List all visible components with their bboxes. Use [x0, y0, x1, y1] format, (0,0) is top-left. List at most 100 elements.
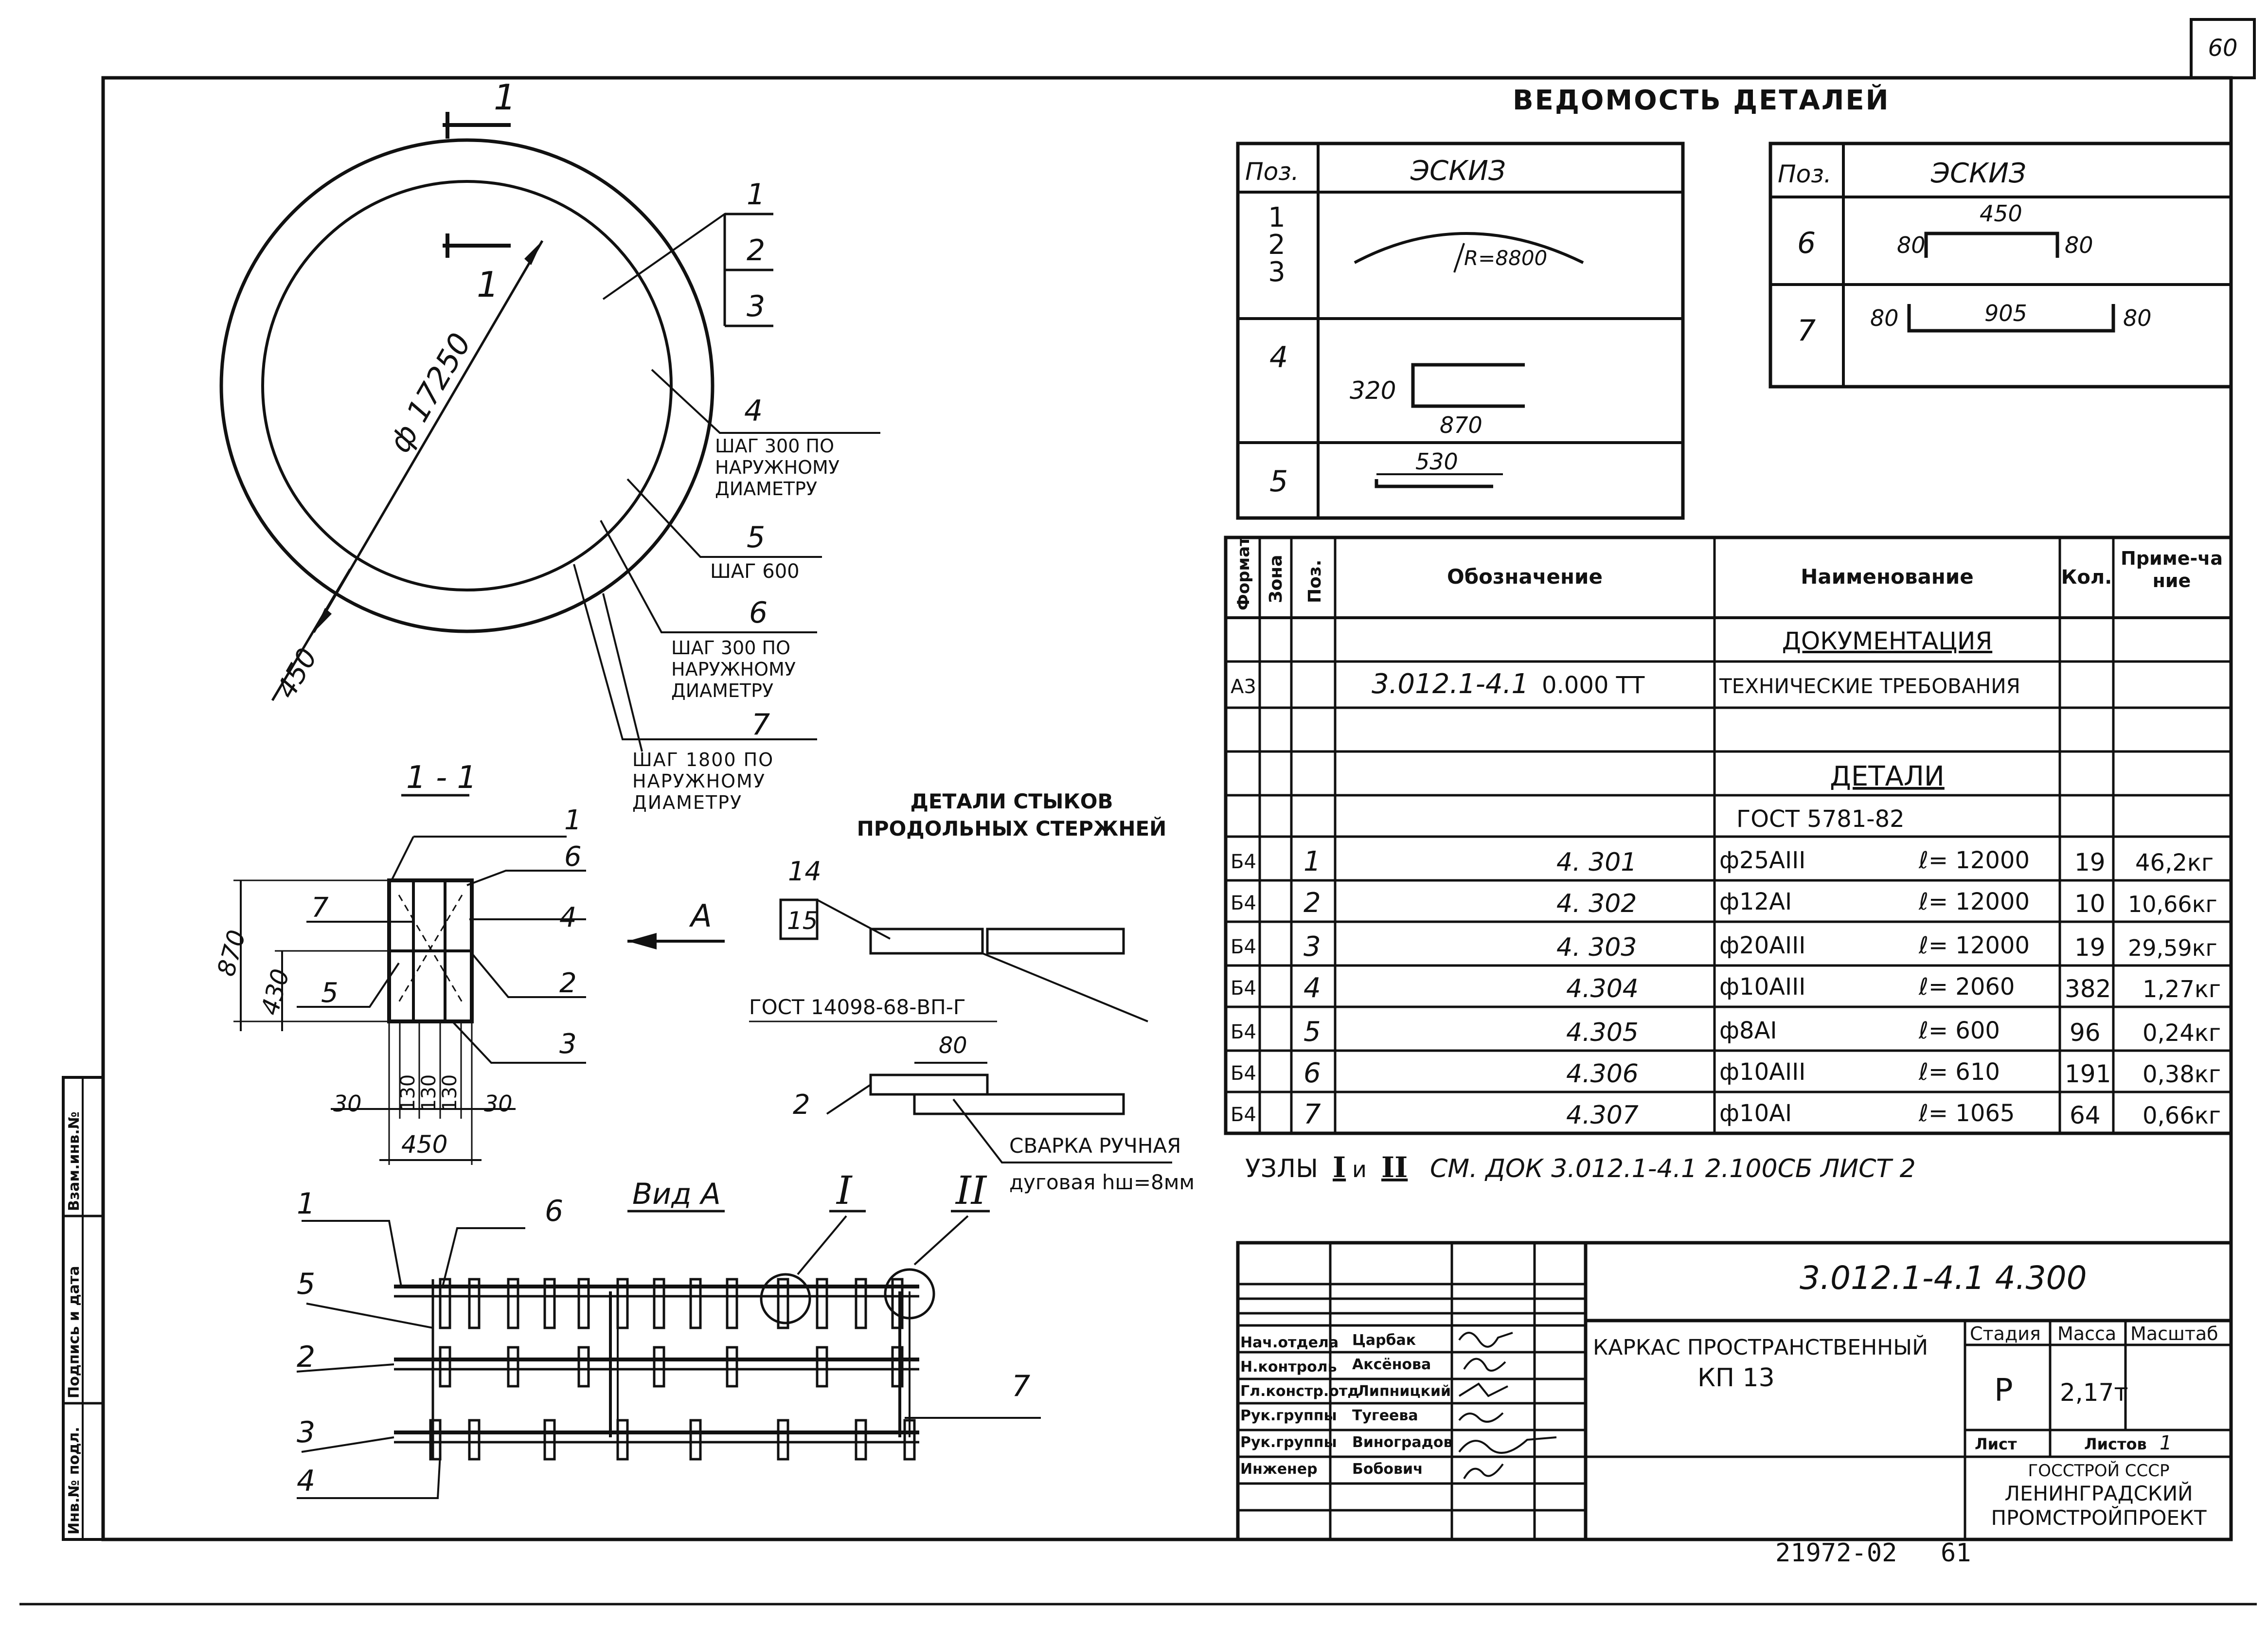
row1-format: Б4 — [1231, 851, 1256, 873]
sketch7-mid: 905 — [1984, 300, 2027, 326]
left-pos-header: Поз. — [1245, 158, 1299, 186]
stage-value: Р — [1994, 1373, 2013, 1409]
row6-note: 0,38кг — [2143, 1061, 2221, 1088]
row4-designation: 4.304 — [1566, 974, 1639, 1003]
node-II-label: II — [955, 1168, 987, 1213]
row5-length: ℓ= 600 — [1918, 1017, 2000, 1044]
row2-name: ф12АI — [1719, 888, 1792, 915]
callout-pos-4: 4 — [744, 394, 763, 428]
section-parts: Детали — [1830, 761, 1945, 792]
section-title: 1 - 1 — [406, 760, 477, 796]
spec-row-7: Б4 7 4.307 ф10АI ℓ= 1065 64 0,66кг — [1231, 1099, 2221, 1130]
sketch-530: 530 — [1415, 448, 1458, 475]
diameter-dim: ф 17250 — [382, 327, 478, 458]
row6-pos: 6 — [1304, 1057, 1321, 1089]
strip-replace-label: Взам.инв.№ — [66, 1111, 83, 1211]
left-pos-123: 1 2 3 — [1268, 204, 1286, 288]
bottom-dim-130-a: 130 — [397, 1074, 419, 1111]
section-1-1: 1 - 1 1 6 4 2 3 7 5 870 430 — [212, 760, 725, 1165]
doc-designation: 3.012.1-4.1 — [1372, 668, 1529, 700]
row2-format: Б4 — [1231, 892, 1256, 914]
row6-qty: 191 — [2065, 1060, 2111, 1088]
right-sketch-header: Эскиз — [1930, 158, 2026, 189]
hdr-note: Приме-чание — [2121, 548, 2223, 591]
spec-row-2: Б4 2 4. 302 ф12АI ℓ= 12000 10 10,66кг — [1231, 887, 2217, 919]
sect-label-1: 1 — [564, 805, 582, 836]
height-total-dim: 870 — [212, 927, 251, 979]
doc-format: А3 — [1231, 676, 1256, 698]
row3-note: 29,59кг — [2128, 935, 2217, 961]
sketch6-left: 80 — [1897, 232, 1926, 258]
details-list-title: Ведомость деталей — [1513, 84, 1890, 116]
strip-inv-label: Инв.№ подл. — [66, 1427, 83, 1535]
row4-length: ℓ= 2060 — [1918, 973, 2015, 1001]
bottom-dim-130-b: 130 — [418, 1074, 440, 1111]
callout-pos-3: 3 — [747, 289, 765, 323]
staff-role-5: Рук.группы — [1240, 1434, 1337, 1451]
view-label-7: 7 — [1012, 1369, 1030, 1403]
view-a: Вид А I II — [296, 1168, 1041, 1499]
left-pos-4: 4 — [1269, 340, 1288, 375]
parts-gost: ГОСТ 5781-82 — [1736, 805, 1905, 833]
hdr-qty: Кол. — [2061, 566, 2112, 589]
row5-designation: 4.305 — [1566, 1018, 1639, 1047]
archive-number: 21972-02 — [1775, 1538, 1897, 1568]
section-docs: Документация — [1782, 627, 1992, 655]
sketch-320: 320 — [1350, 376, 1396, 405]
title-line1: Каркас пространственный — [1593, 1334, 1928, 1360]
staff-role-4: Рук.группы — [1240, 1407, 1337, 1424]
row1-designation: 4. 301 — [1556, 848, 1637, 877]
right-pos-header: Поз. — [1778, 160, 1832, 188]
staff-name-3: Липницкий — [1357, 1383, 1451, 1400]
radius-pos-label: 1 — [477, 264, 499, 305]
row6-length: ℓ= 610 — [1918, 1058, 2000, 1086]
view-label-2: 2 — [297, 1340, 315, 1374]
staff-name-1: Царбак — [1352, 1332, 1416, 1349]
joint-pos-15: 15 — [787, 907, 818, 935]
callout-note-4: шаг 300 по наружному диаметру — [715, 435, 839, 500]
hdr-pos: Поз. — [1305, 560, 1325, 603]
callout-pos-6: 6 — [749, 596, 768, 630]
callout-pos-5: 5 — [747, 520, 765, 554]
row1-pos: 1 — [1304, 846, 1321, 877]
row6-name: ф10АIII — [1719, 1058, 1805, 1086]
org-line1: ГОССТРОЙ СССР — [2028, 1461, 2170, 1481]
title-block: 3.012.1-4.1 4.300 Каркас пространственны… — [1236, 1241, 2233, 1541]
view-label-1: 1 — [297, 1187, 315, 1221]
joint-details-title: Детали стыков продольных стержней — [857, 789, 1167, 840]
spec-row-5: Б4 5 4.305 ф8АI ℓ= 600 96 0,24кг — [1231, 1016, 2221, 1048]
row6-format: Б4 — [1231, 1062, 1256, 1085]
sect-label-2: 2 — [559, 967, 577, 999]
row3-length: ℓ= 12000 — [1918, 932, 2030, 959]
archive-page: 61 — [1941, 1538, 1971, 1568]
bottom-dim-30-left: 30 — [333, 1091, 362, 1117]
width-dim: 450 — [270, 643, 324, 704]
left-pos-5: 5 — [1269, 465, 1288, 499]
row5-name: ф8АI — [1719, 1017, 1777, 1044]
staff-name-4: Тугеева — [1352, 1407, 1418, 1424]
left-sketch-header: Эскиз — [1410, 155, 1506, 187]
spec-table: Формат Зона Поз. Обозначение Наименовани… — [1224, 536, 2233, 1184]
row2-note: 10,66кг — [2128, 891, 2217, 917]
staff-name-2: Аксёнова — [1352, 1356, 1431, 1373]
row3-qty: 19 — [2074, 933, 2106, 962]
mass-label: Масса — [2057, 1323, 2116, 1344]
sheets-label: Листов — [2084, 1435, 2147, 1453]
row3-format: Б4 — [1231, 936, 1256, 958]
row3-pos: 3 — [1304, 931, 1321, 963]
joint-pos-14: 14 — [788, 856, 821, 887]
row7-designation: 4.307 — [1566, 1101, 1639, 1130]
spec-row-1: Б4 1 4. 301 ф25АIII ℓ= 12000 19 46,2кг — [1231, 846, 2214, 877]
sketch-870: 870 — [1440, 412, 1482, 438]
row2-qty: 10 — [2074, 890, 2106, 918]
bottom-dim-130-c: 130 — [439, 1074, 461, 1111]
row4-qty: 382 — [2065, 975, 2111, 1003]
nodes-note-d: II — [1381, 1151, 1408, 1184]
view-a-title: Вид А — [632, 1177, 721, 1211]
nodes-note: Узлы I и II см. док 3.012.1-4.1 2.100СБ … — [1245, 1151, 1916, 1184]
sheets-value: 1 — [2160, 1432, 2172, 1454]
joint-details: Детали стыков продольных стержней 14 15 … — [749, 789, 1195, 1194]
row1-length: ℓ= 12000 — [1918, 847, 2030, 874]
doc-name: Технические требования — [1719, 674, 2020, 698]
